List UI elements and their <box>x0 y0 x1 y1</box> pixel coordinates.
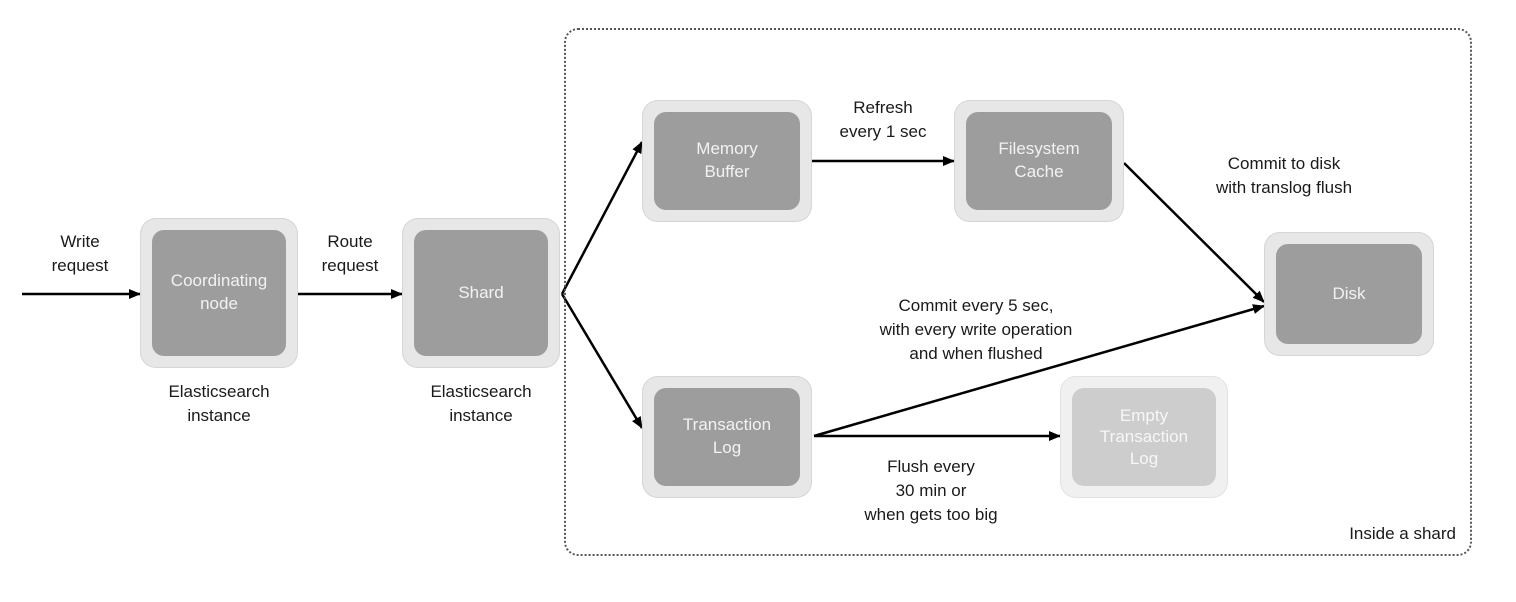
memory-buffer-label: Memory Buffer <box>654 112 800 210</box>
coordinating-node[interactable]: Coordinating node <box>140 218 298 368</box>
region-label: Inside a shard <box>1349 524 1456 543</box>
arrow-commit-to-disk <box>1123 162 1265 303</box>
transaction-log-node[interactable]: Transaction Log <box>642 376 812 498</box>
shard-node-caption: Elasticsearch instance <box>430 382 532 425</box>
disk-label: Disk <box>1276 244 1422 344</box>
shard-node-label: Shard <box>414 230 548 356</box>
arrow-to-memory-buffer <box>560 141 644 295</box>
coordinating-node-caption: Elasticsearch instance <box>168 382 270 425</box>
coordinating-node-label: Coordinating node <box>152 230 286 356</box>
transaction-log-label: Transaction Log <box>654 388 800 486</box>
inside-shard-region: Inside a shard <box>564 28 1472 556</box>
disk-node[interactable]: Disk <box>1264 232 1434 356</box>
arrow-to-transaction-log <box>560 293 644 429</box>
empty-transaction-log-node[interactable]: Empty Transaction Log <box>1060 376 1228 498</box>
filesystem-cache-label: Filesystem Cache <box>966 112 1112 210</box>
filesystem-cache-node[interactable]: Filesystem Cache <box>954 100 1124 222</box>
commit-translog-label: Commit to disk with translog flush <box>1215 154 1353 197</box>
flush-every-label: Flush every 30 min or when gets too big <box>864 457 998 524</box>
arrow-commit-every <box>813 304 1265 438</box>
memory-buffer-node[interactable]: Memory Buffer <box>642 100 812 222</box>
write-request-label: Write request <box>51 232 109 275</box>
commit-every-label: Commit every 5 sec, with every write ope… <box>879 296 1073 363</box>
shard-node[interactable]: Shard <box>402 218 560 368</box>
route-request-label: Route request <box>321 232 379 275</box>
empty-transaction-log-label: Empty Transaction Log <box>1072 388 1216 486</box>
refresh-label: Refresh every 1 sec <box>839 98 927 141</box>
